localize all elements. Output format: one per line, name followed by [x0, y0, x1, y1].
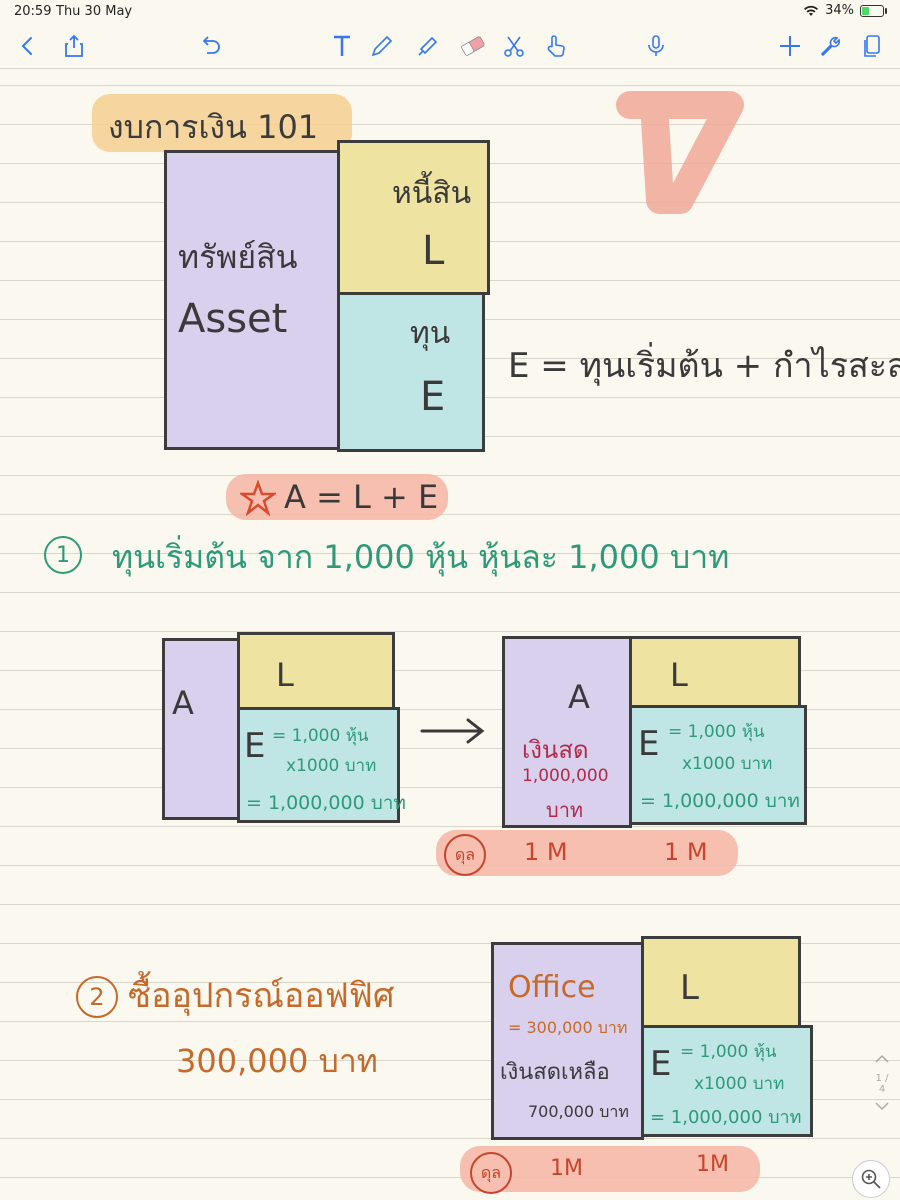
status-date: Thu 30 May	[56, 4, 133, 19]
scissors-icon[interactable]	[500, 32, 528, 60]
box3-liability-block	[641, 936, 801, 1028]
balance2-label: ดุล	[470, 1152, 512, 1194]
page-indicator: 1 / 4	[875, 1073, 889, 1095]
plus-icon[interactable]	[776, 32, 804, 60]
box3-e-line3: = 1,000,000 บาท	[650, 1107, 802, 1128]
step1-text: ทุนเริ่มต้น จาก 1,000 หุ้น หุ้นละ 1,000 …	[112, 538, 730, 576]
liability-th-label: หนี้สิน	[392, 176, 472, 211]
equity-th-label: ทุน	[410, 316, 451, 351]
logo-mark-icon	[616, 91, 744, 214]
eraser-icon[interactable]	[456, 32, 490, 60]
left-asset-block	[162, 638, 240, 820]
left-e-line3: = 1,000,000 บาท	[246, 792, 406, 814]
box3-e-line2: x1000 บาท	[694, 1074, 785, 1094]
right-equity-block	[629, 705, 807, 825]
balance1-left: 1 M	[524, 838, 568, 866]
right-e-line1: = 1,000 หุ้น	[668, 722, 765, 742]
right-l-label: L	[670, 656, 688, 694]
zoom-in-icon	[861, 1169, 881, 1189]
balance1-right: 1 M	[664, 838, 708, 866]
right-a-label: A	[568, 678, 590, 716]
equity-definition: E = ทุนเริ่มต้น + กำไรสะสม	[508, 346, 900, 386]
box3-asset-block	[491, 942, 644, 1140]
box3-cash-left-label: เงินสดเหลือ	[500, 1060, 610, 1085]
balance2-left: 1M	[550, 1156, 583, 1181]
hand-pointer-icon[interactable]	[542, 32, 570, 60]
share-icon[interactable]	[60, 32, 88, 60]
right-e-line3: = 1,000,000 บาท	[640, 790, 800, 812]
chevron-up-icon[interactable]	[874, 1054, 890, 1064]
microphone-icon[interactable]	[642, 32, 670, 60]
page-title: งบการเงิน 101	[108, 108, 319, 146]
liability-block	[337, 140, 490, 295]
right-e-label: E	[638, 724, 660, 764]
right-liability-block	[629, 636, 801, 708]
right-cash-label: เงินสด	[522, 736, 589, 764]
box3-office-label: Office	[508, 970, 596, 1005]
equation-text: A = L + E	[284, 478, 439, 516]
page-scroller[interactable]: 1 / 4	[872, 1054, 892, 1128]
left-e-line2: x1000 บาท	[286, 756, 377, 776]
left-e-label: E	[244, 726, 266, 766]
equity-block	[337, 292, 485, 452]
box3-office-amount: = 300,000 บาท	[508, 1018, 628, 1037]
step2-text: ซื้ออุปกรณ์ออฟฟิศ	[128, 976, 395, 1016]
status-time: 20:59	[14, 4, 52, 19]
liability-l-label: L	[422, 228, 445, 274]
balance1-highlight	[436, 830, 738, 876]
wrench-icon[interactable]	[816, 32, 844, 60]
back-icon[interactable]	[14, 32, 42, 60]
battery-icon	[860, 4, 887, 17]
asset-en-label: Asset	[178, 296, 288, 342]
asset-th-label: ทรัพย์สิน	[178, 238, 298, 276]
box3-e-label: E	[650, 1044, 672, 1084]
step2-number: 2	[76, 976, 118, 1018]
highlighter-icon[interactable]	[414, 32, 442, 60]
toolbar	[0, 24, 900, 69]
pen-icon[interactable]	[368, 32, 396, 60]
pages-icon[interactable]	[858, 32, 886, 60]
left-a-label: A	[172, 684, 194, 722]
balance1-label: ดุล	[444, 834, 486, 876]
zoom-button[interactable]	[852, 1160, 890, 1198]
box3-cash-amount: 700,000 บาท	[528, 1102, 629, 1121]
right-cash-baht: บาท	[546, 798, 584, 822]
wifi-icon	[804, 5, 819, 16]
text-tool-icon[interactable]	[328, 32, 356, 60]
step2-amount: 300,000 บาท	[176, 1042, 378, 1080]
title-highlight	[92, 94, 352, 152]
status-bar: 20:59 Thu 30 May 34%	[0, 0, 900, 24]
equity-e-label: E	[420, 374, 446, 420]
step1-number: 1	[44, 536, 82, 574]
box3-e-line1: = 1,000 หุ้น	[680, 1042, 777, 1062]
right-e-line2: x1000 บาท	[682, 754, 773, 774]
balance2-right: 1M	[696, 1152, 729, 1177]
box3-l-label: L	[680, 968, 699, 1008]
left-l-label: L	[276, 656, 294, 694]
box3-equity-block	[641, 1025, 813, 1137]
battery-percent: 34%	[825, 3, 854, 18]
chevron-down-icon[interactable]	[874, 1101, 890, 1111]
left-e-line1: = 1,000 หุ้น	[272, 726, 369, 746]
left-liability-block	[237, 632, 395, 710]
star-icon	[240, 480, 276, 516]
right-cash-amount: 1,000,000	[522, 766, 609, 786]
left-equity-block	[237, 707, 400, 823]
undo-icon[interactable]	[196, 32, 224, 60]
equation-highlight	[226, 474, 448, 520]
arrow-right-icon	[420, 718, 485, 744]
status-right: 34%	[803, 3, 887, 18]
